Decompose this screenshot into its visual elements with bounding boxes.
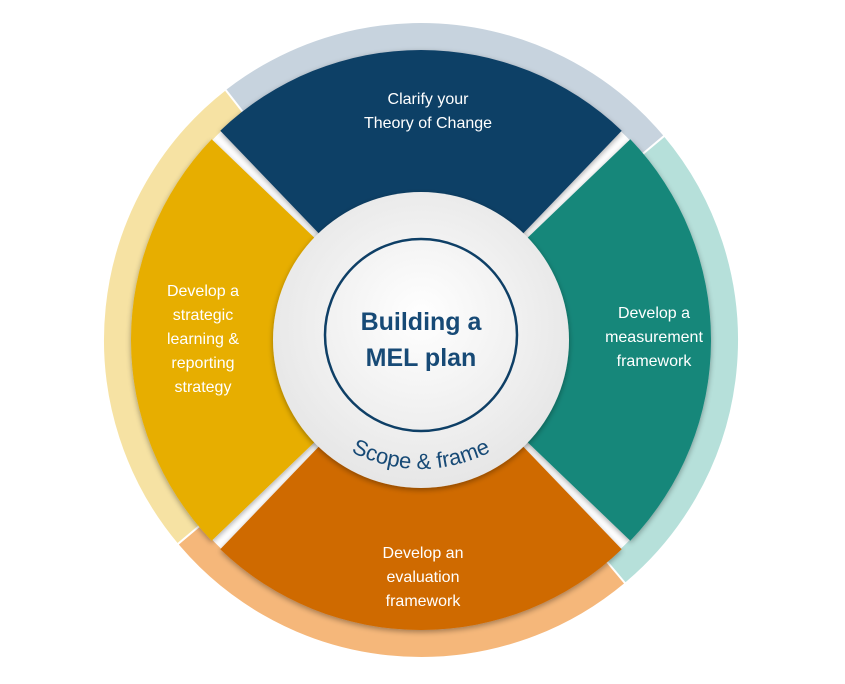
center-title-line2: MEL plan [366,344,477,372]
segment-label-line: Clarify your [388,91,470,108]
segment-label-line: Develop an [383,545,464,562]
segment-label-line: strategic [173,307,233,324]
segment-clarify-theory-of-change [220,50,622,247]
label-evaluation-framework: Develop an evaluation framework [383,545,464,610]
segment-learning-reporting-strategy [130,139,328,541]
segment-label-line: Theory of Change [364,115,492,132]
segment-label-line: evaluation [387,569,460,586]
segment-label-line: framework [386,593,462,610]
segment-label-line: framework [617,353,693,370]
segment-measurement-framework [514,139,712,541]
segment-evaluation-framework [220,433,622,630]
segment-label-line: Develop a [618,305,690,322]
segment-wedges [130,50,712,630]
label-learning-reporting-strategy: Develop a strategic learning & reporting str… [167,283,239,396]
segment-label-line: measurement [605,329,703,346]
segment-label-line: reporting [171,355,234,372]
segment-label-line: strategy [175,379,232,396]
center-circle [323,237,519,433]
center-title-line1: Building a [361,308,483,336]
segment-label-line: learning & [167,331,239,348]
label-measurement-framework: Develop a measurement framework [605,305,703,370]
outer-rim-arcs [102,21,740,659]
segment-label-line: Develop a [167,283,239,300]
